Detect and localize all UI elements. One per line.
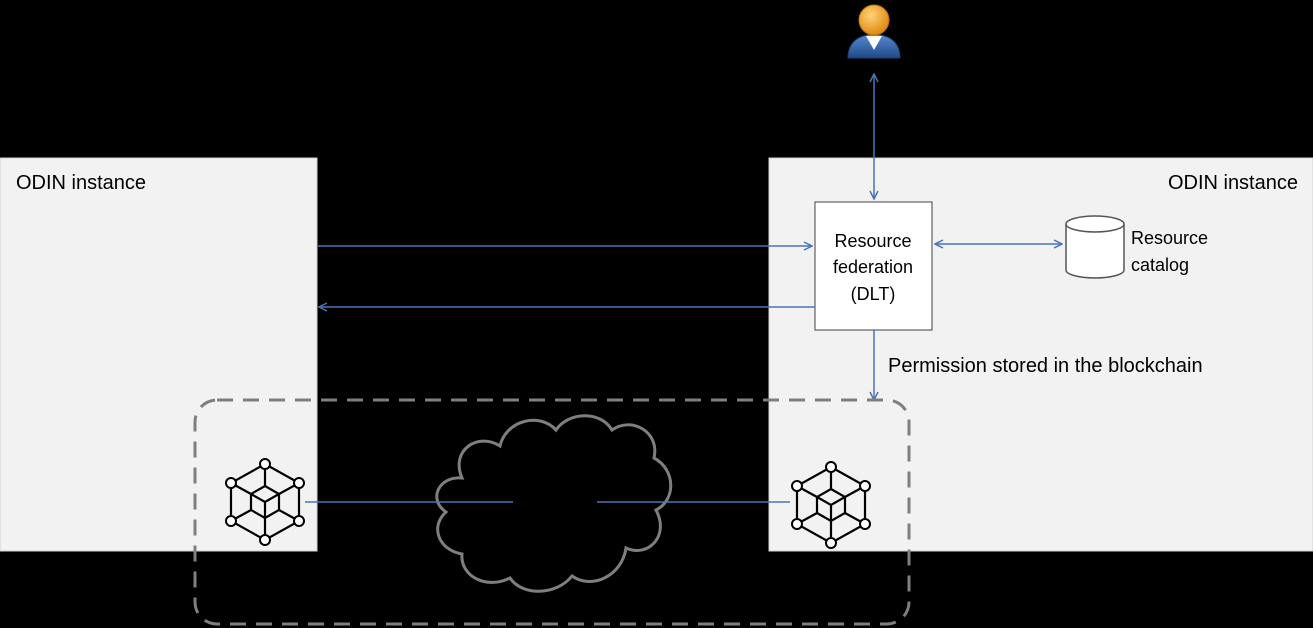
catalog-label-line1: Resource xyxy=(1131,228,1208,248)
catalog-label-line2: catalog xyxy=(1131,255,1189,275)
resource-federation-box xyxy=(814,201,933,331)
federation-label-line1: Resource xyxy=(834,231,911,251)
user-icon xyxy=(847,4,901,59)
database-icon xyxy=(1065,215,1125,279)
cloud-icon xyxy=(435,414,673,593)
federation-label-line3: (DLT) xyxy=(851,284,896,304)
permission-label: Permission stored in the blockchain xyxy=(888,355,1203,377)
left-odin-instance-panel xyxy=(0,157,318,552)
federation-label-line2: federation xyxy=(833,257,913,277)
blockchain-network-boundary xyxy=(193,398,911,626)
left-instance-title: ODIN instance xyxy=(16,172,146,194)
right-instance-title: ODIN instance xyxy=(1168,172,1298,194)
